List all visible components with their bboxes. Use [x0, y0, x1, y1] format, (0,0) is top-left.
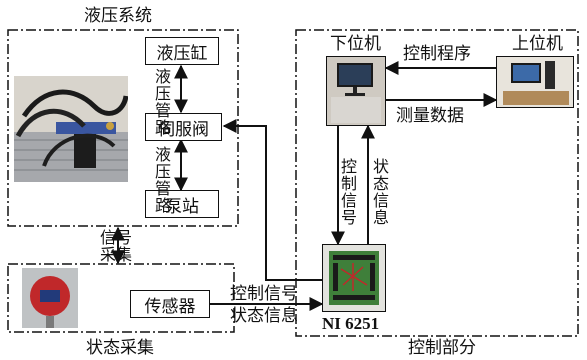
measure-data-label: 测量数据: [396, 106, 464, 126]
hydraulic-group-title: 液压系统: [84, 6, 152, 26]
state-info-vertical-label: 状态信息: [372, 158, 390, 226]
sensor-box: 传感器: [130, 290, 210, 318]
ni-6251-title: NI 6251: [322, 314, 379, 334]
ni-control-signal-label: 控制信号: [230, 284, 298, 304]
signal-collect-label: 信号采集: [98, 229, 134, 263]
pipe-label-top-left: 液压管路: [154, 68, 172, 136]
sensor-photo: [22, 268, 78, 328]
control-group-title: 控制部分: [408, 338, 476, 358]
lower-pc-title: 下位机: [330, 34, 381, 54]
control-signal-vertical-label: 控制信号: [340, 158, 358, 226]
upper-pc-title: 上位机: [512, 34, 563, 54]
ni-6251-photo: [322, 244, 386, 312]
control-program-label: 控制程序: [403, 44, 471, 64]
lower-pc-photo: [326, 56, 386, 126]
ni-state-info-label: 状态信息: [230, 306, 298, 326]
upper-pc-photo: [496, 56, 574, 108]
hydraulic-cylinder-box: 液压缸: [145, 37, 219, 65]
hydraulic-rig-photo: [14, 76, 128, 182]
pipe-label-bottom-left: 液压管路: [154, 146, 172, 214]
state-collect-group-title: 状态采集: [86, 338, 154, 358]
